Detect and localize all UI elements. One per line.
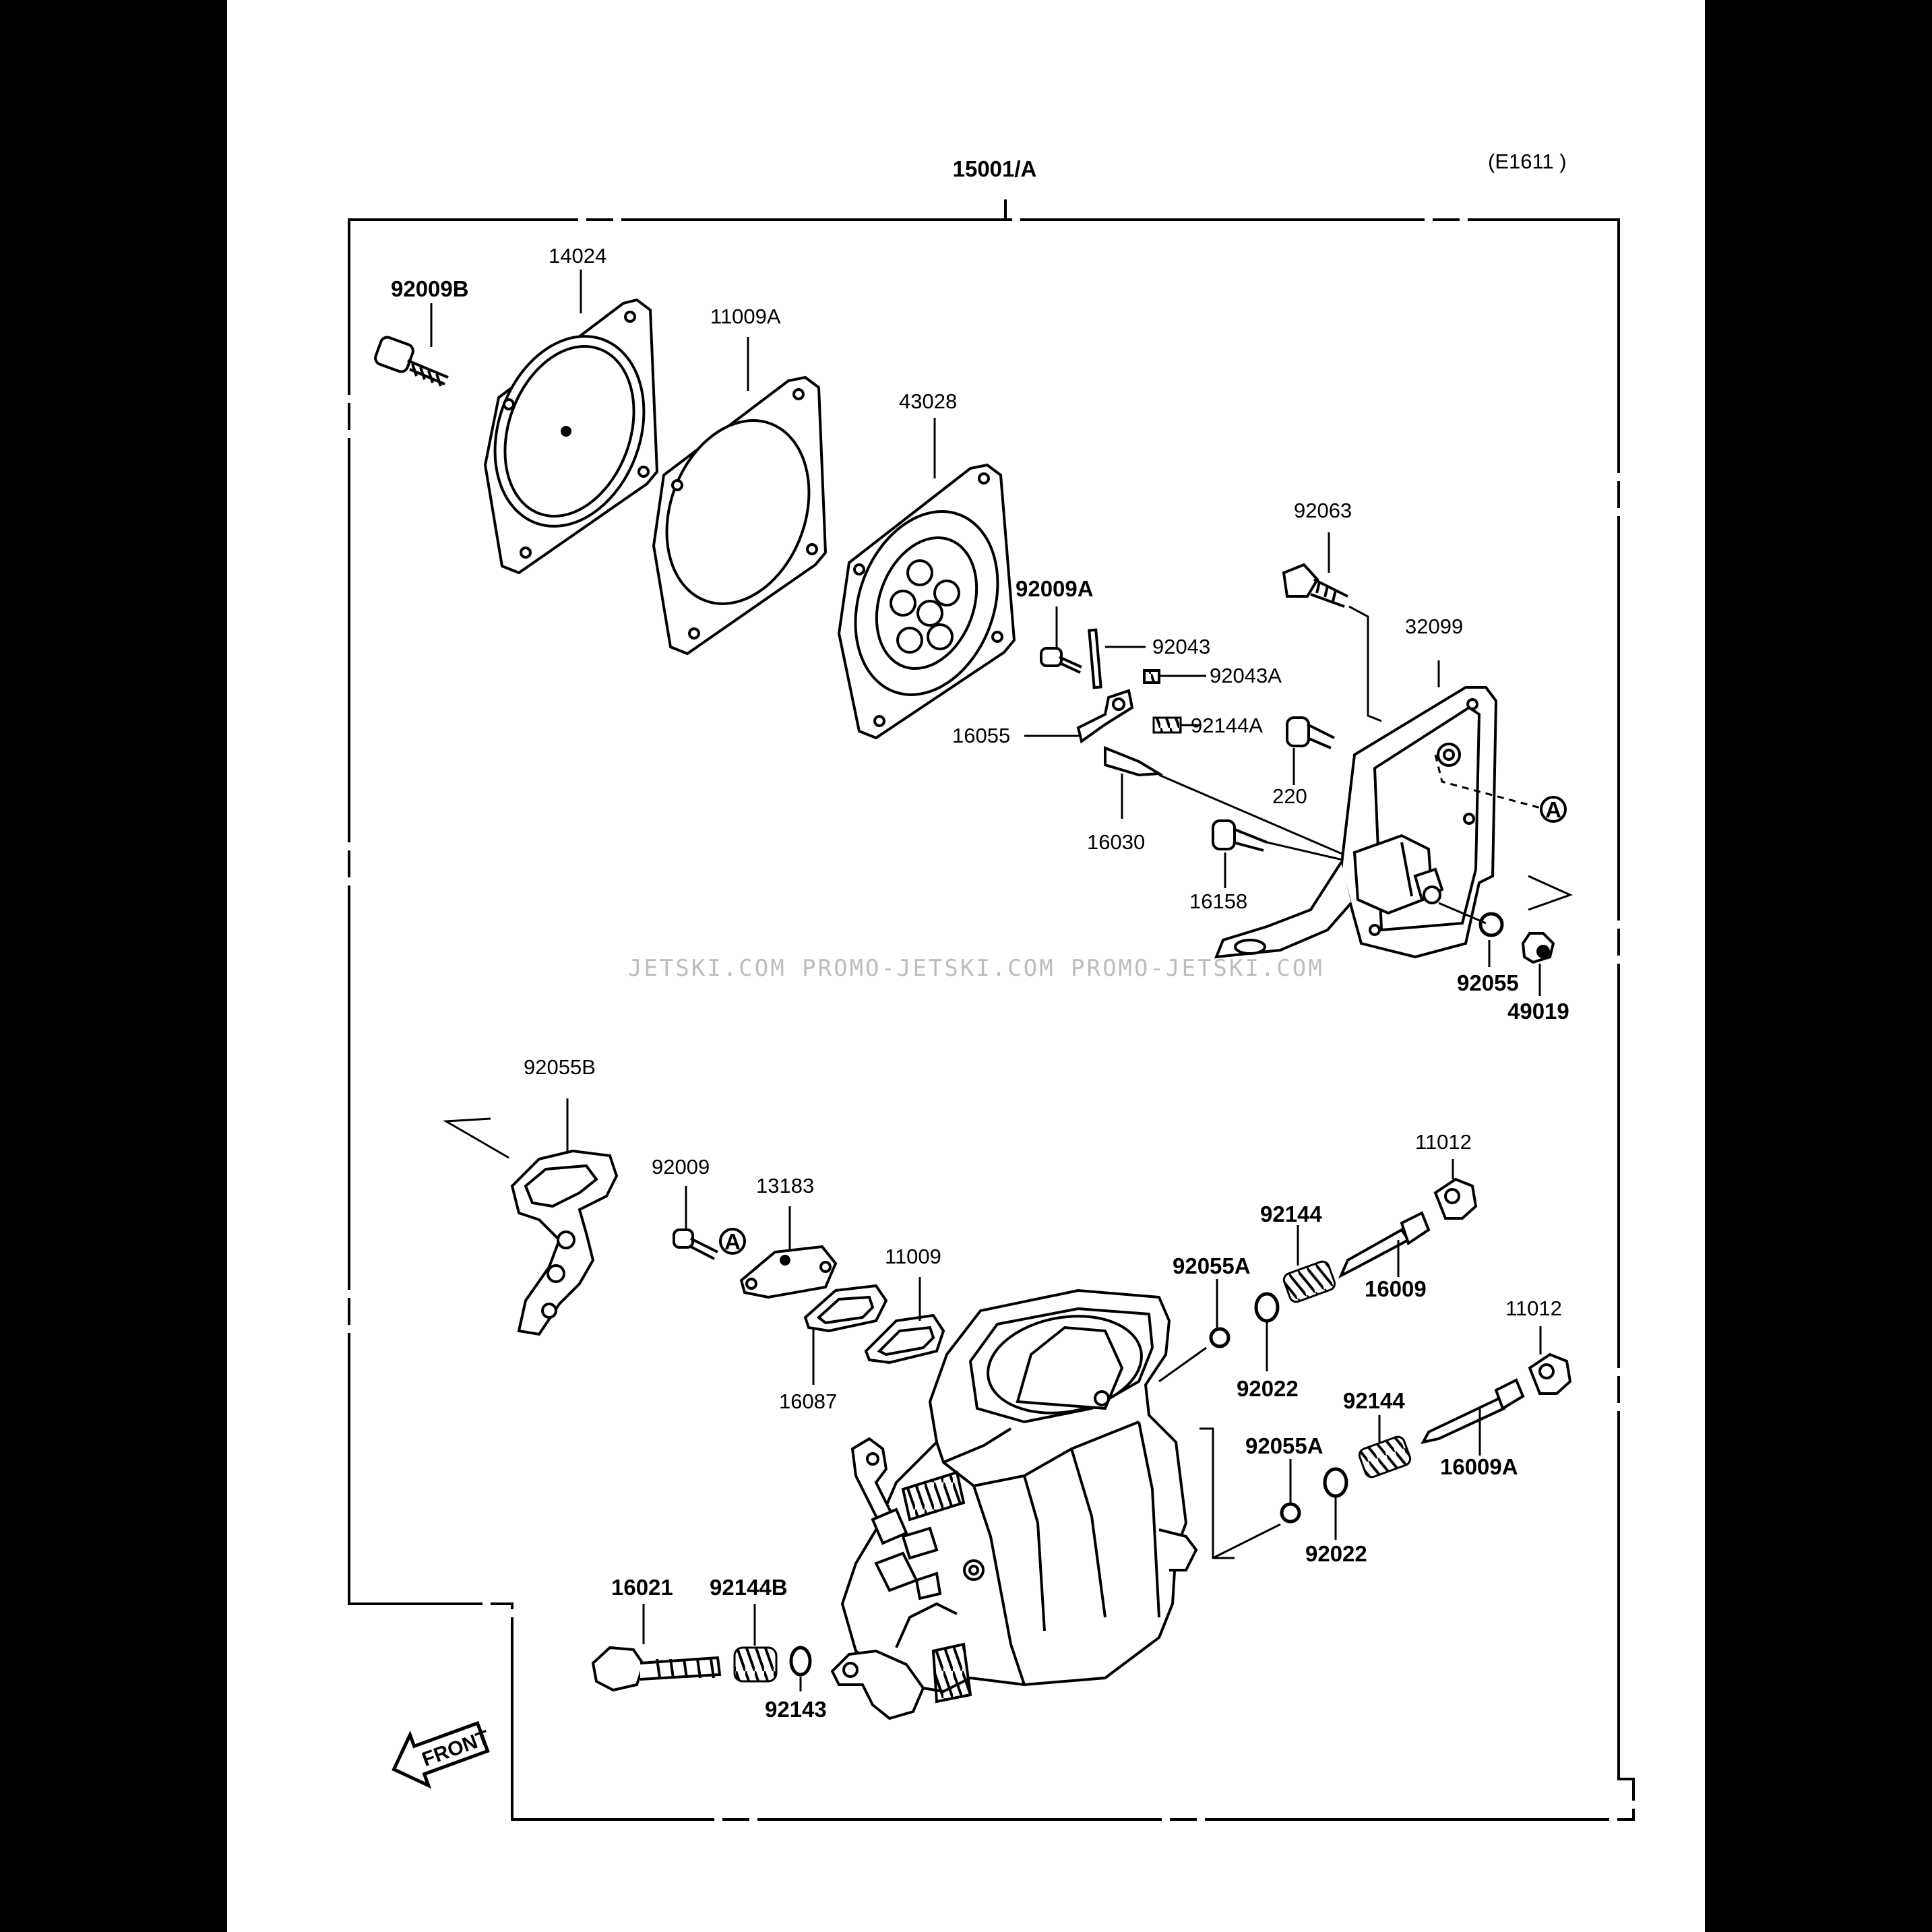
screw-92009A xyxy=(1040,647,1082,674)
spring-92144-b xyxy=(1358,1435,1412,1478)
spring-92043A xyxy=(1143,669,1160,684)
label-92144A: 92144A xyxy=(1191,714,1263,737)
leader-body-92055A-b xyxy=(1212,1523,1281,1559)
label-92009: 92009 xyxy=(652,1155,710,1179)
gasket-11009A xyxy=(652,375,828,656)
washer-92055 xyxy=(1478,912,1504,937)
label-14024: 14024 xyxy=(549,244,606,268)
label-16158: 16158 xyxy=(1189,890,1247,913)
carburetor-body xyxy=(830,1288,1198,1720)
washer-92143 xyxy=(789,1646,812,1677)
diaphragm-43028 xyxy=(837,463,1016,740)
label-16030: 16030 xyxy=(1087,830,1145,854)
gasket-92055B xyxy=(510,1149,619,1336)
pin-92043 xyxy=(1088,628,1102,689)
screw-92009B xyxy=(374,336,449,387)
continuation-marker-right xyxy=(1528,875,1573,911)
diaphragm-cover-14024 xyxy=(483,298,659,575)
cap-11012-a xyxy=(1433,1177,1478,1220)
front-arrow-icon: FRONT xyxy=(392,1720,492,1789)
screw-92009 xyxy=(673,1228,718,1260)
label-11012-b: 11012 xyxy=(1505,1297,1562,1320)
ref-marker-a-top xyxy=(1540,796,1567,823)
label-16055: 16055 xyxy=(952,724,1010,747)
label-11009: 11009 xyxy=(885,1245,941,1268)
gasket-16087 xyxy=(803,1284,888,1333)
washer-92022-a xyxy=(1254,1292,1280,1323)
assembly-boundary xyxy=(348,199,1635,1821)
label-16021: 16021 xyxy=(611,1575,673,1600)
label-92055: 92055 xyxy=(1457,970,1519,995)
watermark: JETSKI.COM PROMO-JETSKI.COM PROMO-JETSKI… xyxy=(628,955,1324,982)
spring-92144A xyxy=(1152,716,1182,734)
needle-screw-16009A xyxy=(1421,1378,1525,1444)
label-92143: 92143 xyxy=(765,1697,827,1722)
leader-ref-A xyxy=(1434,754,1544,810)
part-labels: 92009B 14024 11009A 43028 92063 32099 92… xyxy=(391,244,1569,1722)
label-11012-a: 11012 xyxy=(1415,1130,1472,1154)
leader-body-92055A xyxy=(1158,1346,1207,1383)
o-ring-92055A-a xyxy=(1209,1327,1230,1348)
label-220: 220 xyxy=(1272,784,1307,808)
spring-92144B xyxy=(733,1646,778,1683)
cap-11012-b xyxy=(1528,1352,1572,1395)
label-92022-a: 92022 xyxy=(1237,1376,1299,1401)
gasket-11009 xyxy=(864,1313,945,1365)
ref-marker-a-bottom-label: A xyxy=(724,1229,741,1254)
label-13183: 13183 xyxy=(756,1174,814,1197)
label-16009: 16009 xyxy=(1365,1276,1427,1301)
label-49019: 49019 xyxy=(1507,999,1569,1024)
cover-plate-13183 xyxy=(739,1245,838,1299)
label-92009A: 92009A xyxy=(1016,576,1094,601)
leader-bolt-line xyxy=(1348,605,1382,722)
label-92063: 92063 xyxy=(1294,499,1352,522)
label-43028: 43028 xyxy=(899,389,957,413)
label-16087: 16087 xyxy=(779,1390,837,1413)
label-92055B: 92055B xyxy=(524,1055,596,1079)
spring-92144-a xyxy=(1282,1260,1336,1303)
label-92022-b: 92022 xyxy=(1305,1541,1367,1566)
leader-screw-to-body xyxy=(1266,841,1355,864)
screw-16158 xyxy=(1212,819,1268,852)
label-16009A: 16009A xyxy=(1440,1454,1518,1479)
idle-screw-16021 xyxy=(591,1646,722,1692)
label-92144-a: 92144 xyxy=(1260,1202,1322,1226)
label-92144B: 92144B xyxy=(710,1575,788,1600)
label-92055A-a: 92055A xyxy=(1173,1253,1251,1278)
label-32099: 32099 xyxy=(1405,615,1463,638)
label-92055A-b: 92055A xyxy=(1245,1433,1323,1458)
continuation-marker-left xyxy=(442,1117,509,1159)
label-92009B: 92009B xyxy=(391,276,469,301)
label-11009A: 11009A xyxy=(710,305,781,328)
ref-marker-a-top-label: A xyxy=(1545,797,1561,822)
assembly-label: 15001/A xyxy=(953,156,1037,181)
cap-49019 xyxy=(1521,932,1555,964)
label-92144-b: 92144 xyxy=(1343,1388,1405,1413)
needle-screw-16009 xyxy=(1338,1211,1431,1279)
pump-body-32099 xyxy=(1214,686,1498,959)
bracket-ports xyxy=(1199,1427,1235,1559)
bolt-92063 xyxy=(1282,563,1348,608)
leader-needle-to-body xyxy=(1158,774,1355,861)
washer-92022-b xyxy=(1323,1467,1348,1498)
page-code: (E1611 ) xyxy=(1488,150,1567,173)
needle-16030 xyxy=(1104,746,1164,777)
ref-marker-a-bottom xyxy=(719,1228,746,1255)
label-92043: 92043 xyxy=(1152,635,1210,658)
o-ring-92055A-b xyxy=(1280,1502,1301,1524)
lever-16055 xyxy=(1076,689,1134,744)
leader-washer-92055 xyxy=(1438,902,1487,925)
screw-220 xyxy=(1286,716,1335,749)
label-92043A: 92043A xyxy=(1210,664,1282,687)
